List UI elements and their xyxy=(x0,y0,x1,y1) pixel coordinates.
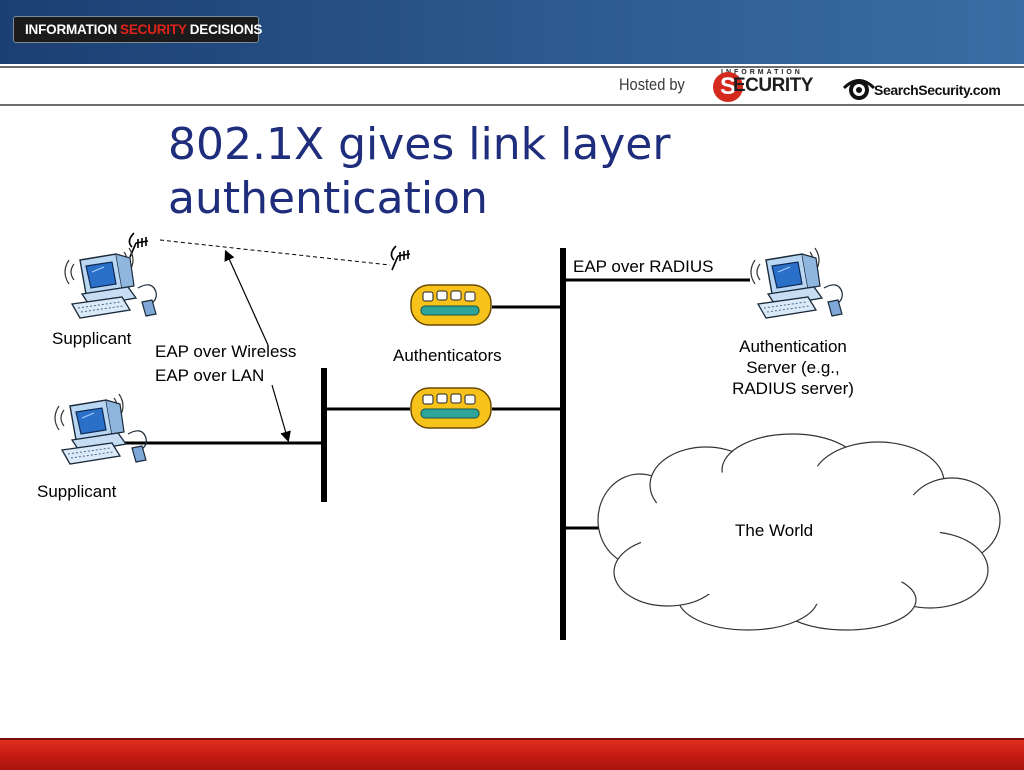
logo-text-information: INFORMATION xyxy=(25,22,118,37)
supplicant-wired-computer-icon xyxy=(54,393,147,465)
authenticator-access-point-icon xyxy=(410,284,492,326)
logo-text-decisions: DECISIONS xyxy=(189,22,263,37)
infosec-logo-top-text: INFORMATION xyxy=(721,69,803,76)
information-security-logo[interactable]: INFORMATION S ECURITY xyxy=(713,69,825,105)
wired-lan-segment xyxy=(122,368,410,502)
access-point-antenna-icon xyxy=(390,245,411,271)
authentication-server-computer-icon xyxy=(750,247,843,319)
eap-over-lan-label: EAP over LAN xyxy=(155,366,265,385)
slide-title: 802.1X gives link layer authentication xyxy=(168,118,768,226)
supplicant-wireless-label: Supplicant xyxy=(52,329,132,348)
searchsecurity-logo-text: SearchSecurity.com xyxy=(874,82,1001,98)
hosted-by-label: Hosted by xyxy=(619,75,685,94)
bottom-band xyxy=(0,738,1024,770)
eap-over-wireless-label: EAP over Wireless xyxy=(155,342,297,361)
cloud-icon xyxy=(597,433,1001,631)
infosec-logo-main-text: ECURITY xyxy=(733,75,813,96)
searchsecurity-logo[interactable]: SearchSecurity.com xyxy=(842,72,1014,104)
sponsor-bar: Hosted by INFORMATION S ECURITY SearchSe… xyxy=(0,64,1024,106)
authenticator-switch-icon xyxy=(410,387,492,429)
eap-over-radius-label: EAP over RADIUS xyxy=(573,257,714,276)
sponsor-bar-bottom-rule xyxy=(0,104,1024,106)
top-banner: INFORMATION SECURITY DECISIONS xyxy=(0,0,1024,64)
authentication-server-label-line-1: Authentication xyxy=(739,337,847,356)
wireless-link xyxy=(159,239,391,443)
authentication-server-label-line-2: Server (e.g., xyxy=(746,358,840,377)
sponsor-bar-top-rule xyxy=(0,66,1024,68)
supplicant-wired-label: Supplicant xyxy=(37,482,117,501)
slide-title-line-2: authentication xyxy=(168,173,488,224)
authentication-server-label-line-3: RADIUS server) xyxy=(732,379,854,398)
eye-logo-icon xyxy=(842,79,876,100)
authenticators-label: Authenticators xyxy=(393,346,502,365)
event-logo[interactable]: INFORMATION SECURITY DECISIONS xyxy=(13,16,263,43)
supplicant-wireless-computer-icon xyxy=(64,247,157,319)
the-world-label: The World xyxy=(735,521,814,540)
authentication-server-label: Authentication Server (e.g., RADIUS serv… xyxy=(713,336,873,399)
infosec-logo-s-mark: S xyxy=(713,72,743,102)
slide-title-line-1: 802.1X gives link layer xyxy=(168,119,671,170)
logo-text-security: SECURITY xyxy=(120,22,187,37)
